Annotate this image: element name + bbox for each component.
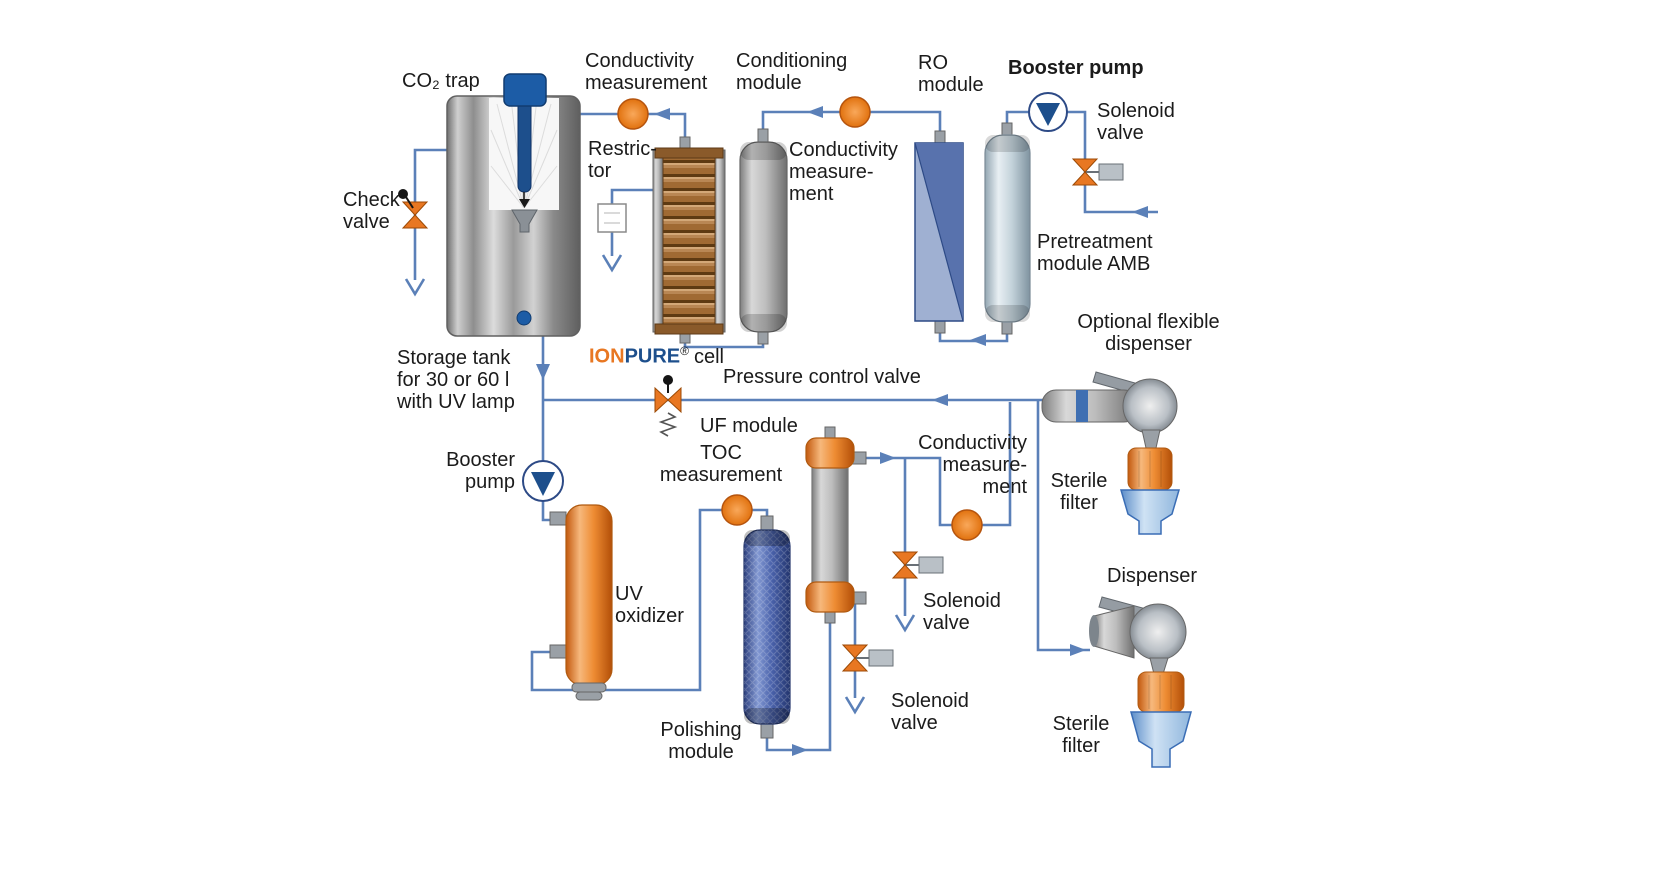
- flow-arrows: [404, 106, 1148, 756]
- label-conductivity-mid: Conductivity measure- ment: [789, 139, 898, 205]
- restrictor-drain-line: [610, 188, 655, 256]
- uf-module: [805, 426, 867, 624]
- label-conditioning-module: Conditioning module: [736, 50, 848, 94]
- co2-trap-cap: [503, 73, 547, 107]
- label-solenoid-valve-low: Solenoid valve: [891, 690, 969, 734]
- cell-stack: [662, 154, 716, 328]
- drain-arrow-restrictor: [601, 254, 623, 273]
- label-dispenser: Dispenser: [1107, 565, 1198, 587]
- booster-pump-top: [1028, 92, 1068, 132]
- permeate-line: [855, 402, 1012, 616]
- dispenser: [1089, 596, 1187, 675]
- label-check-valve: Check valve: [343, 189, 400, 233]
- dispenser-head-2: [1129, 603, 1187, 661]
- pretreatment-module: [984, 122, 1031, 335]
- solenoid-valve-mid: [891, 551, 944, 579]
- toc-sensor: [721, 494, 753, 526]
- uv-oxidizer: [549, 504, 613, 701]
- solenoid-valve-top: [1071, 158, 1124, 186]
- cell-right-rail: [714, 149, 726, 333]
- flexible-dispenser: [1041, 371, 1178, 449]
- arrow-left-inlet: [1132, 206, 1148, 218]
- ionpure-brand-pure: PURE: [624, 345, 681, 368]
- check-valve-line: [413, 148, 447, 280]
- conductivity-sensor-right: [951, 509, 983, 541]
- sterile-filter-1: [1120, 447, 1180, 535]
- ionpure-cell: [652, 136, 726, 344]
- restrictor: [597, 203, 627, 233]
- label-uf-module: UF module: [700, 415, 798, 437]
- arrow-left-conditioning: [807, 106, 823, 118]
- sterile-filter-2: [1130, 671, 1192, 768]
- arrow-left-tank: [654, 108, 670, 120]
- drain-arrow-solenoid: [894, 614, 916, 633]
- dispenser-arm-band: [1076, 390, 1088, 422]
- label-pressure-control-valve: Pressure control valve: [723, 366, 921, 388]
- storage-tank: [446, 73, 581, 337]
- label-ionpure-cell: IONPURE® cell: [589, 344, 724, 368]
- label-solenoid-valve-top: Solenoid valve: [1097, 100, 1175, 144]
- conditioning-module: [739, 128, 788, 345]
- drain-arrow-uf: [844, 696, 866, 715]
- arrow-left-ro: [970, 334, 986, 346]
- label-sterile-filter-2: Sterile filter: [1052, 713, 1110, 757]
- uv-loop-line: [530, 508, 769, 692]
- spring-icon: [658, 412, 678, 437]
- dispenser-funnel: [1093, 605, 1135, 659]
- label-toc-measurement: TOC measurement: [659, 442, 783, 486]
- arrow-left-return: [932, 394, 948, 406]
- arrow-right-dispenser: [1070, 644, 1086, 656]
- arrow-right-uf-in: [792, 744, 808, 756]
- filter-bottle-2: [1130, 711, 1192, 768]
- label-sterile-filter-1: Sterile filter: [1050, 470, 1108, 514]
- solenoid-valve-low: [841, 644, 894, 672]
- filter-bottle-1: [1120, 489, 1180, 535]
- cell-top-port: [679, 136, 691, 150]
- dispenser-spout-1: [1141, 429, 1161, 449]
- label-ro-module: RO module: [918, 52, 984, 96]
- label-co2-trap: CO₂ trap: [402, 70, 480, 92]
- conductivity-sensor-top: [617, 98, 649, 130]
- arrow-down-tank-out: [536, 364, 550, 380]
- tank-drain-port: [516, 310, 532, 326]
- ionpure-brand-ion: ION: [589, 345, 625, 368]
- tank-funnel: [511, 209, 538, 233]
- label-polishing-module: Polishing module: [660, 719, 742, 763]
- label-uv-oxidizer: UV oxidizer: [615, 583, 684, 627]
- conductivity-sensor-mid: [839, 96, 871, 128]
- label-booster-pump-mid: Booster pump: [446, 449, 515, 493]
- uv-lamp: [517, 99, 532, 193]
- cell-top-plate: [654, 147, 724, 159]
- label-restrictor: Restric- tor: [588, 138, 657, 182]
- booster-pump-mid: [522, 460, 564, 502]
- cell-bottom-plate: [654, 323, 724, 335]
- ionpure-cell-word: cell: [693, 345, 724, 368]
- pressure-control-valve: [654, 375, 682, 437]
- dispenser-funnel-mouth: [1089, 615, 1099, 647]
- lamp-arrow-head: [519, 199, 530, 208]
- check-valve: [398, 189, 429, 229]
- label-optional-dispenser: Optional flexible dispenser: [1077, 311, 1220, 355]
- ro-module: [914, 130, 964, 334]
- label-solenoid-valve-mid: Solenoid valve: [923, 590, 1001, 634]
- label-booster-pump-top: Booster pump: [1008, 57, 1144, 79]
- polishing-module: [743, 515, 791, 739]
- label-conductivity-right: Conductivity measure- ment: [918, 432, 1027, 498]
- label-storage-tank: Storage tank for 30 or 60 l with UV lamp: [397, 347, 515, 413]
- label-conductivity-top: Conductivity measurement: [585, 50, 708, 94]
- drain-arrow-check-valve: [404, 278, 426, 297]
- dispenser-head-1: [1122, 378, 1178, 434]
- ionpure-reg-mark: ®: [680, 344, 689, 358]
- label-pretreatment-module: Pretreatment module AMB: [1037, 231, 1153, 275]
- arrow-right-permeate: [880, 452, 896, 464]
